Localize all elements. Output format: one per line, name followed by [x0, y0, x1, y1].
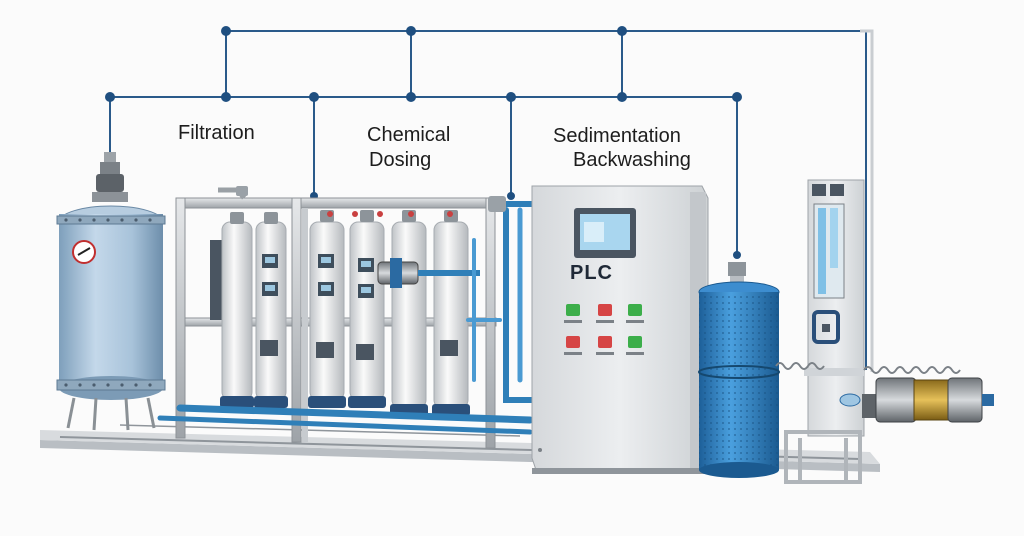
instrument-column — [804, 179, 865, 437]
signal-cable — [860, 29, 874, 372]
pipe-fittings — [236, 186, 506, 212]
valve-caps — [230, 210, 458, 224]
filter-column — [220, 221, 254, 408]
dosing-pump — [377, 258, 480, 288]
pressure-tank — [56, 152, 166, 431]
network-nodes — [105, 26, 742, 259]
blue-piping — [157, 201, 539, 435]
transfer-pump — [839, 377, 994, 423]
filter-column — [390, 221, 428, 416]
pump-stand — [784, 430, 862, 484]
filter-columns — [220, 210, 470, 416]
plc-buttons — [564, 304, 644, 355]
filter-column — [348, 221, 386, 408]
chemical-label: Chemical — [367, 124, 451, 146]
dosing-label: Dosing — [369, 149, 432, 171]
sedimentation-label: Sedimentation — [553, 125, 681, 147]
coil-line — [775, 362, 961, 374]
storage-drum — [698, 262, 780, 478]
filter-column — [308, 221, 346, 408]
plc-label: PLC — [570, 262, 613, 284]
filter-column — [432, 221, 470, 416]
plc-cabinet — [531, 185, 709, 474]
backwashing-label: Backwashing — [573, 149, 691, 171]
filtration-label: Filtration — [178, 122, 255, 144]
filter-column — [254, 221, 288, 408]
